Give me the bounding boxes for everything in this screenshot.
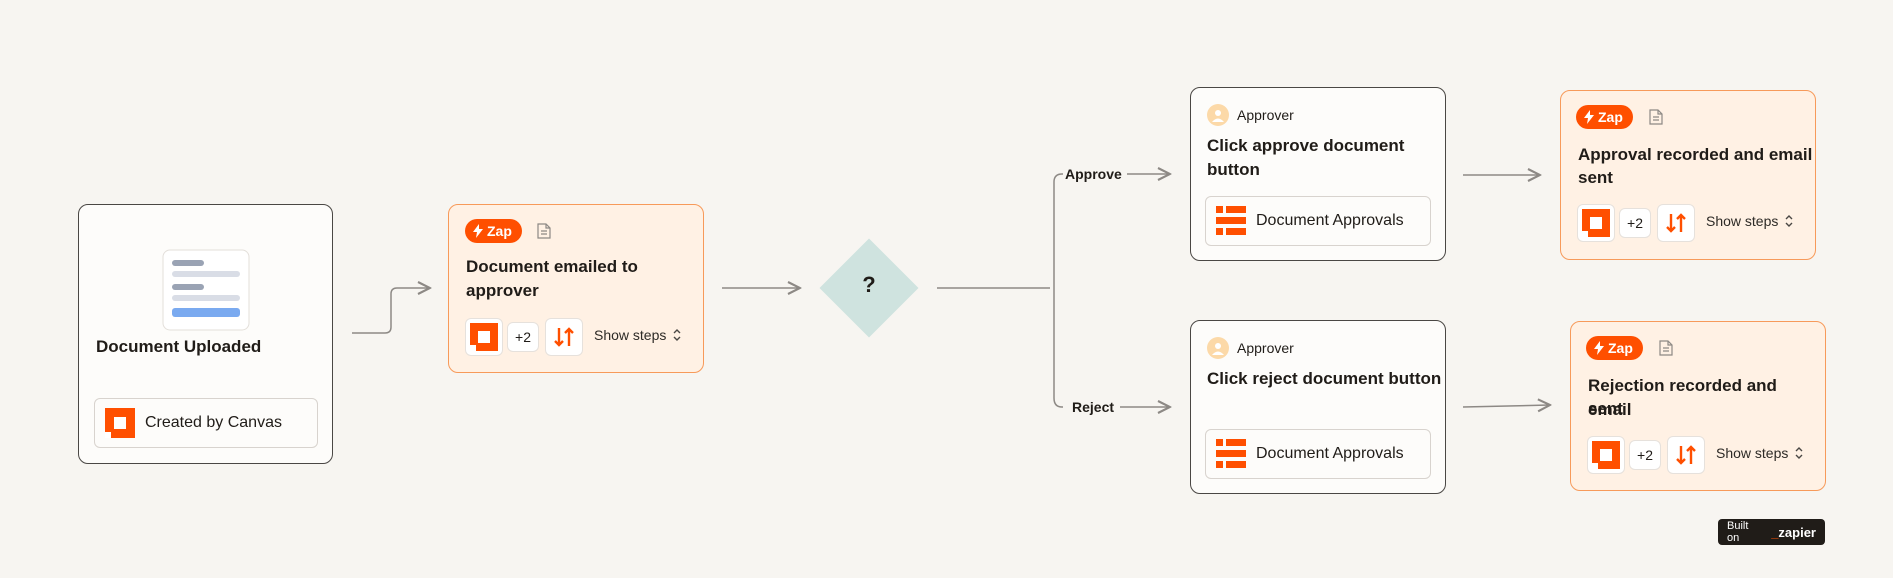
canvas-logo-icon [470,323,498,351]
approve-task-card[interactable]: Approver Click approve document button D… [1190,87,1446,261]
zapier-logo: _zapier [1771,524,1816,540]
zap-badge: Zap [1576,105,1633,129]
document-approvals-icon [1216,206,1246,235]
zap-title-line1: Document emailed to [466,257,638,276]
show-steps-toggle[interactable]: Show steps [1716,445,1804,461]
document-icon[interactable] [1649,109,1663,125]
canvas-logo-icon [1582,209,1610,237]
bolt-icon [1594,341,1604,355]
document-icon[interactable] [1659,340,1673,356]
zap-title-line2: approver [466,281,539,300]
bolt-icon [1584,110,1594,124]
formatter-app-icon [545,318,583,356]
canvas-logo-icon [1592,441,1620,469]
branch-label-reject: Reject [1072,399,1115,415]
canvas-app-icon [1577,204,1615,242]
formatter-icon [1666,213,1686,233]
more-apps-count: +2 [507,322,539,352]
zap-badge: Zap [1586,336,1643,360]
branch-label-approve: Approve [1065,166,1122,182]
connector-trigger-to-email [352,288,430,334]
approver-role: Approver [1207,104,1294,126]
built-on-zapier-badge[interactable]: Built on _zapier [1718,519,1825,545]
more-apps-count: +2 [1629,440,1661,470]
show-steps-toggle[interactable]: Show steps [594,327,682,343]
canvas-logo-icon [105,408,135,438]
zap-title-line1: Rejection recorded and email [1588,376,1777,419]
zap-card-email[interactable]: Zap Document emailed to approver +2 Show… [448,204,704,373]
canvas-app-icon [1587,436,1625,474]
chevron-updown-icon [673,329,681,341]
document-icon[interactable] [537,223,551,239]
show-steps-toggle[interactable]: Show steps [1706,213,1794,229]
user-icon [1207,104,1229,126]
formatter-icon [1676,445,1696,465]
chevron-updown-icon [1785,215,1793,227]
canvas-app-icon [465,318,503,356]
zap-title-line2: sent [1588,399,1623,418]
reject-task-card[interactable]: Approver Click reject document button Do… [1190,320,1446,494]
bolt-icon [473,224,483,238]
approver-role: Approver [1207,337,1294,359]
trigger-app-label: Created by Canvas [145,414,282,431]
reject-task-title: Click reject document button [1207,369,1442,388]
zap-badge: Zap [465,219,522,243]
zap-card-rejection[interactable]: Zap Rejection recorded and email sent +2… [1570,321,1826,491]
document-icon [162,249,250,331]
chevron-updown-icon [1795,447,1803,459]
built-on-label: Built on [1727,520,1749,544]
approvals-app-chip[interactable]: Document Approvals [1205,429,1431,479]
formatter-icon [554,327,574,347]
document-approvals-icon [1216,439,1246,468]
zap-title-line2: sent [1578,168,1613,187]
approve-task-title-line1: Click approve document [1207,136,1405,155]
connector-reject-to-zap [1462,405,1550,407]
decision-symbol: ? [862,272,876,297]
trigger-title: Document Uploaded [96,337,262,356]
branch-approve-top [1053,173,1063,183]
zap-card-approval[interactable]: Zap Approval recorded and email sent +2 … [1560,90,1816,260]
user-icon [1207,337,1229,359]
formatter-app-icon [1657,204,1695,242]
formatter-app-icon [1667,436,1705,474]
approvals-app-chip[interactable]: Document Approvals [1205,196,1431,246]
zap-title-line1: Approval recorded and email [1578,145,1813,164]
branch-reject-bottom [1053,397,1063,408]
trigger-app-chip[interactable]: Created by Canvas [94,398,318,448]
approve-task-title-line2: button [1207,160,1260,179]
trigger-card[interactable]: Document Uploaded Created by Canvas [78,204,333,464]
more-apps-count: +2 [1619,208,1651,238]
